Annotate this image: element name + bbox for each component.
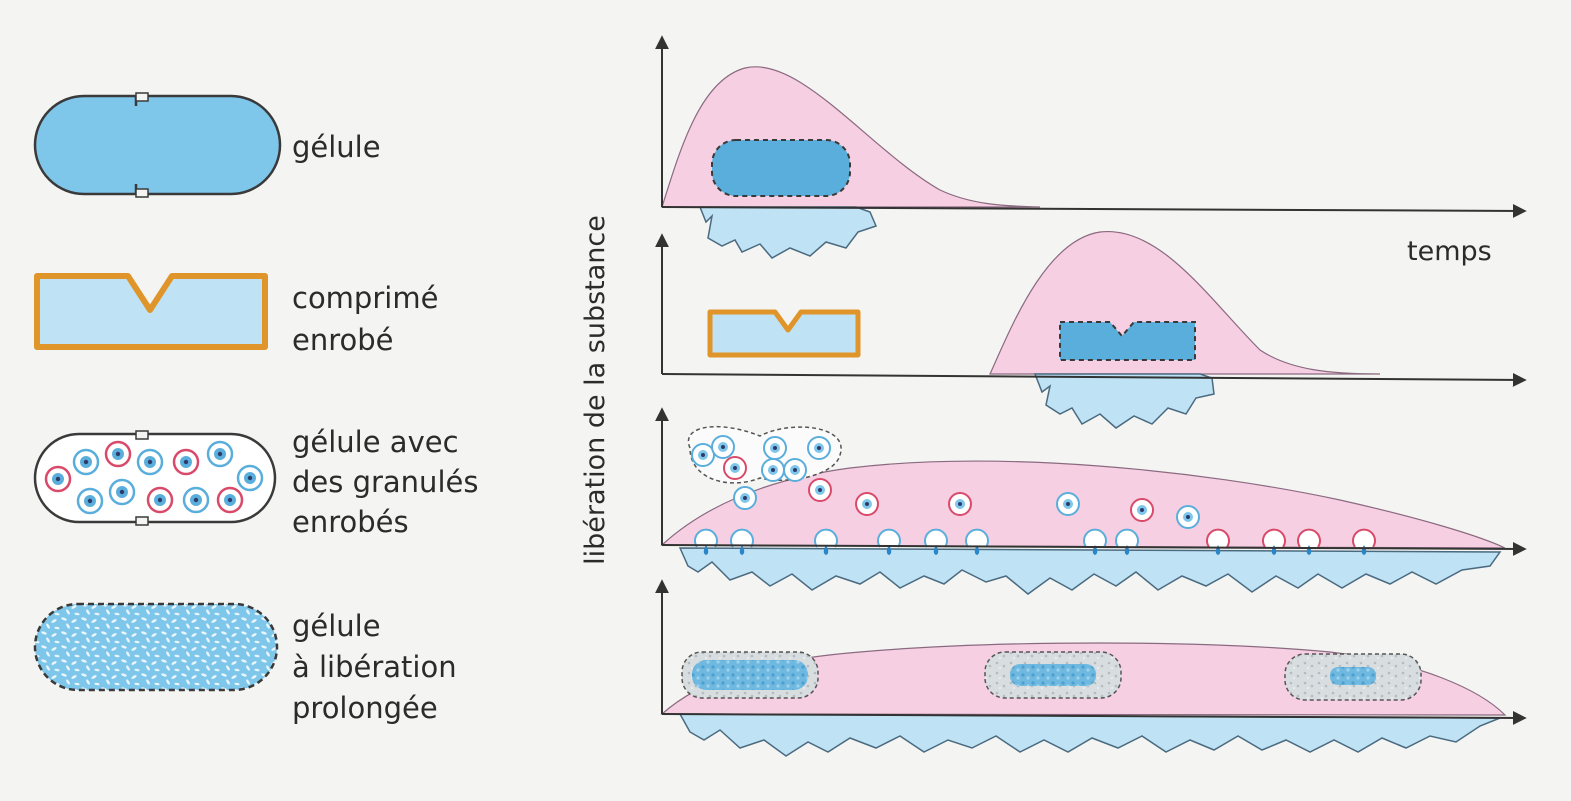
opened-granule (1083, 528, 1107, 555)
panel-extended-release (655, 579, 1527, 757)
y-axis-label: libération de la substance (580, 215, 611, 565)
legend-label-granule-capsule: gélule avec des granulés enrobés (292, 425, 488, 539)
granule (761, 458, 785, 482)
granule (711, 435, 735, 459)
opened-granule (814, 528, 838, 555)
legend-granule-capsule-icon (33, 430, 277, 526)
panel-granule-capsule-release (655, 407, 1527, 595)
opened-granule (1206, 528, 1230, 555)
granule (783, 458, 807, 482)
granule (763, 436, 787, 460)
panel-capsule-release (655, 35, 1527, 259)
legend-coated-tablet-icon (34, 273, 268, 350)
x-axis-label: temps (1407, 236, 1492, 267)
opened-granule (965, 528, 989, 555)
legend-extended-release-capsule-icon (33, 602, 279, 692)
granule (855, 492, 879, 516)
opened-granule (694, 528, 718, 555)
legend-label-coated-tablet: comprimé enrobé (292, 281, 448, 357)
opened-granule (877, 528, 901, 555)
opened-granule (1297, 528, 1321, 555)
legend-capsule-icon (33, 92, 282, 198)
panel-coated-tablet-release (655, 231, 1527, 429)
granule (691, 443, 715, 467)
granule (1130, 498, 1154, 522)
opened-granule (924, 528, 948, 555)
granule (807, 436, 831, 460)
granule (1056, 492, 1080, 516)
granule (1176, 505, 1200, 529)
opened-granule (730, 528, 754, 555)
opened-granule (1352, 528, 1376, 555)
granule (723, 456, 747, 480)
granule (948, 492, 972, 516)
granule (808, 478, 832, 502)
granule (733, 486, 757, 510)
legend-label-extended-release-capsule: gélule à libération prolongée (292, 609, 466, 725)
legend-label-capsule: gélule (292, 130, 381, 164)
